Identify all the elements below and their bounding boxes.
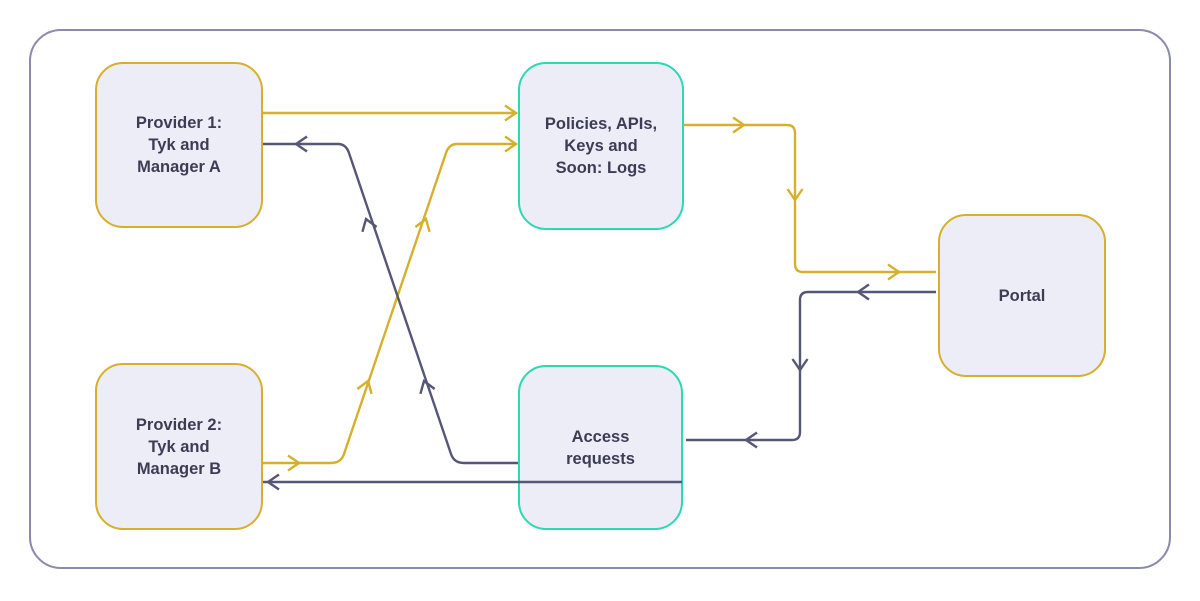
node-access-requests: Access requests: [518, 365, 683, 530]
diagram-frame: [29, 29, 1171, 569]
node-provider-1-label: Provider 1: Tyk and Manager A: [135, 114, 223, 176]
node-provider-1: Provider 1: Tyk and Manager A: [95, 62, 263, 228]
node-provider-2-label: Provider 2: Tyk and Manager B: [135, 415, 223, 478]
node-portal: Portal: [938, 214, 1106, 377]
node-policies-apis-keys: Policies, APIs, Keys and Soon: Logs: [518, 62, 684, 230]
node-policies-label: Policies, APIs, Keys and Soon: Logs: [544, 115, 658, 177]
node-access-requests-label: Access requests: [566, 427, 635, 468]
node-portal-label: Portal: [998, 286, 1046, 305]
node-provider-2: Provider 2: Tyk and Manager B: [95, 363, 263, 530]
